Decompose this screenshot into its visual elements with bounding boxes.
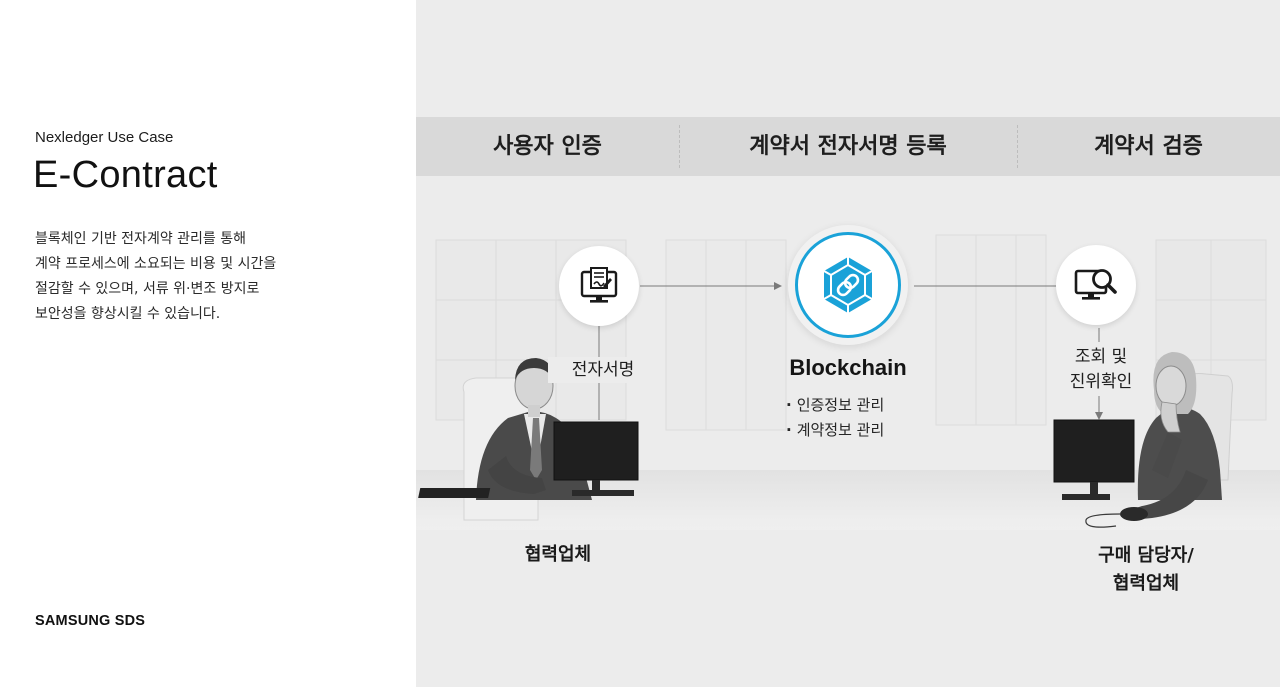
step-contract-verify: 계약서 검증 xyxy=(1094,134,1203,159)
step-divider xyxy=(679,125,680,168)
e-signature-node xyxy=(559,246,639,326)
left-panel: Nexledger Use Case E-Contract 블록체인 기반 전자… xyxy=(0,0,416,687)
office-background-illustration xyxy=(416,234,1280,560)
verification-label-line: 조회 및 xyxy=(1074,347,1128,367)
description-line: 계약 프로세스에 소요되는 비용 및 시간을 xyxy=(35,256,277,272)
verification-label: 조회 및 진위확인 xyxy=(1046,345,1156,395)
step-contract-sign-register: 계약서 전자서명 등록 xyxy=(749,134,947,159)
verification-node xyxy=(1056,245,1136,325)
step-user-auth: 사용자 인증 xyxy=(493,134,602,159)
list-item: ·계약정보 관리 xyxy=(786,418,884,443)
flow-connectors xyxy=(598,282,1103,420)
bullet: · xyxy=(786,396,792,414)
monitor-search-icon xyxy=(1074,269,1117,300)
description-line: 블록체인 기반 전자계약 관리를 통해 xyxy=(35,231,246,247)
blockchain-item-contract-info: 계약정보 관리 xyxy=(796,421,885,439)
blockchain-cube-link-icon xyxy=(823,257,873,313)
list-item: ·인증정보 관리 xyxy=(786,393,884,418)
buyer-partner-label: 구매 담당자/ 협력업체 xyxy=(1076,542,1216,598)
bullet: · xyxy=(786,421,792,439)
blockchain-title: Blockchain xyxy=(789,355,907,380)
description-line: 보안성을 향상시킬 수 있습니다. xyxy=(35,306,221,322)
blockchain-item-auth-info: 인증정보 관리 xyxy=(796,396,885,414)
document-sign-monitor-icon xyxy=(580,267,618,303)
right-worker-figure xyxy=(1053,352,1233,528)
step-divider xyxy=(1017,125,1018,168)
description: 블록체인 기반 전자계약 관리를 통해 계약 프로세스에 소요되는 비용 및 시… xyxy=(35,227,335,327)
page-title: E-Contract xyxy=(33,154,218,196)
blockchain-node xyxy=(795,232,901,338)
blockchain-function-list: ·인증정보 관리 ·계약정보 관리 xyxy=(786,393,884,443)
samsung-sds-logo: SAMSUNG SDS xyxy=(35,613,146,629)
use-case-subtitle: Nexledger Use Case xyxy=(35,129,174,146)
process-step-header: 사용자 인증 계약서 전자서명 등록 계약서 검증 xyxy=(416,117,1280,176)
partner-company-label: 협력업체 xyxy=(524,544,592,565)
buyer-partner-label-line: 구매 담당자/ xyxy=(1098,545,1194,566)
left-worker-figure xyxy=(418,358,639,521)
buyer-partner-label-line: 협력업체 xyxy=(1112,573,1180,594)
verification-label-line: 진위확인 xyxy=(1069,372,1133,392)
description-line: 절감할 수 있으며, 서류 위·변조 방지로 xyxy=(35,281,260,297)
e-signature-label: 전자서명 xyxy=(548,357,658,383)
diagram-panel: 사용자 인증 계약서 전자서명 등록 계약서 검증 전자서명 xyxy=(416,0,1280,687)
